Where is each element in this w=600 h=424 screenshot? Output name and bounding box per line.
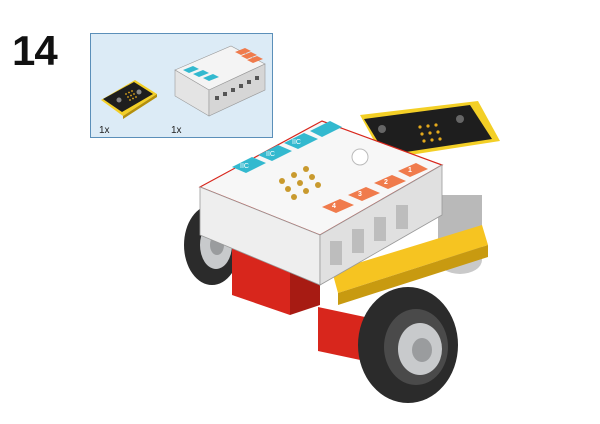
iic-label: IIC — [292, 139, 301, 146]
connector-slots — [330, 205, 408, 265]
robot-car-model: IIC IIC IIC 1 2 3 4 — [184, 101, 500, 403]
iic-port — [310, 121, 342, 137]
iic-port — [258, 145, 292, 161]
parts-callout: 1x 1x — [90, 33, 273, 138]
motor-port — [348, 187, 380, 201]
motor-port — [322, 199, 354, 213]
yellow-beam — [332, 225, 488, 305]
quantity-label: 1x — [99, 125, 110, 136]
iic-port — [284, 133, 318, 149]
hub-button — [351, 148, 369, 166]
step-number: 14 — [12, 27, 58, 74]
motor-port — [374, 175, 406, 189]
expansion-hub-part — [174, 45, 266, 117]
right-wheel — [358, 287, 458, 403]
port-number: 3 — [358, 191, 362, 198]
port-number: 1 — [408, 167, 412, 174]
expansion-hub: IIC IIC IIC 1 2 3 4 — [198, 120, 444, 286]
iic-label: IIC — [266, 151, 275, 158]
port-number: 2 — [384, 179, 388, 186]
motor-port — [398, 163, 428, 177]
port-number: 4 — [332, 203, 336, 210]
iic-label: IIC — [240, 163, 249, 170]
iic-port — [232, 157, 266, 173]
pin-headers — [279, 166, 321, 200]
quantity-label: 1x — [171, 125, 182, 136]
microbit-board-part — [101, 80, 157, 119]
microbit-board — [360, 101, 500, 159]
